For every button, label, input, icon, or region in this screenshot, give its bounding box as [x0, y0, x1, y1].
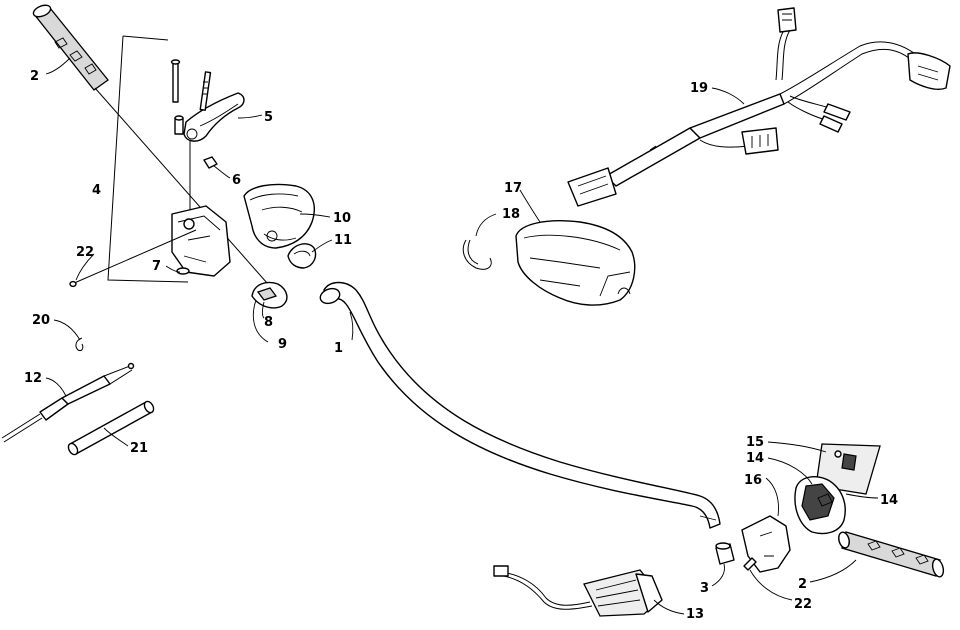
- switch-plate-part[interactable]: [815, 443, 881, 495]
- callout-21: 21: [130, 441, 148, 456]
- right-bracket-part[interactable]: [741, 515, 791, 573]
- callout-13: 13: [686, 607, 704, 622]
- callout-15: 15: [746, 435, 764, 450]
- switch-housing-part[interactable]: [251, 281, 288, 309]
- end-cap-part[interactable]: [715, 542, 735, 565]
- sleeve-part[interactable]: [67, 400, 156, 456]
- callout-14-left: 14: [746, 451, 764, 466]
- throttle-cover-part[interactable]: [243, 183, 315, 249]
- clamp-part[interactable]: [287, 243, 317, 269]
- left-screw-part[interactable]: [69, 229, 197, 288]
- washer-part[interactable]: [176, 267, 190, 275]
- callout-4: 4: [92, 183, 101, 198]
- callout-9: 11: [334, 233, 352, 248]
- wiring-harness-part[interactable]: [567, 7, 951, 207]
- right-screw-part[interactable]: [743, 557, 757, 571]
- callout-3: 3: [700, 581, 709, 596]
- callout-19: 19: [690, 81, 708, 96]
- throttle-assembly-frame: [94, 35, 276, 293]
- callout-2-right: 2: [798, 577, 807, 592]
- callout-16: 16: [744, 473, 762, 488]
- throttle-lever-part[interactable]: [183, 92, 245, 142]
- handlebar-part[interactable]: [318, 281, 721, 529]
- callout-14-right: 14: [880, 493, 898, 508]
- callout-5: 5: [264, 110, 273, 125]
- left-grip-part[interactable]: [32, 3, 109, 91]
- switch-harness-part[interactable]: [493, 565, 663, 617]
- callout-11: 9: [278, 337, 287, 352]
- callout-22-right: 22: [794, 597, 812, 612]
- nut-part[interactable]: [203, 156, 218, 169]
- callout-10: 8: [264, 315, 273, 330]
- callout-1: 1: [334, 341, 343, 356]
- callout-17: 17: [504, 181, 522, 196]
- throttle-cable-part[interactable]: [1, 362, 135, 443]
- callout-6: 6: [232, 173, 241, 188]
- callout-8: 10: [333, 211, 351, 226]
- callout-7: 7: [152, 259, 161, 274]
- callout-12: 12: [24, 371, 42, 386]
- throttle-housing-part[interactable]: [171, 205, 231, 277]
- cable-clip-part[interactable]: [75, 337, 84, 351]
- callout-labels: 2 4 5 6 10 11 22 7 8 9 1 20 12 21 17 18 …: [24, 69, 898, 622]
- leader-lines: [45, 57, 879, 615]
- callout-20: 20: [32, 313, 50, 328]
- lever-bushing-part[interactable]: [174, 115, 184, 135]
- callout-18: 18: [502, 207, 520, 222]
- switch-block-part[interactable]: [794, 476, 846, 535]
- right-grip-part[interactable]: [837, 531, 945, 578]
- lever-pin-part[interactable]: [170, 59, 212, 111]
- ring-clip-part[interactable]: [462, 239, 492, 270]
- callout-22-left: 22: [76, 245, 94, 260]
- callout-2-left: 2: [30, 69, 39, 84]
- pad-part[interactable]: [515, 220, 636, 306]
